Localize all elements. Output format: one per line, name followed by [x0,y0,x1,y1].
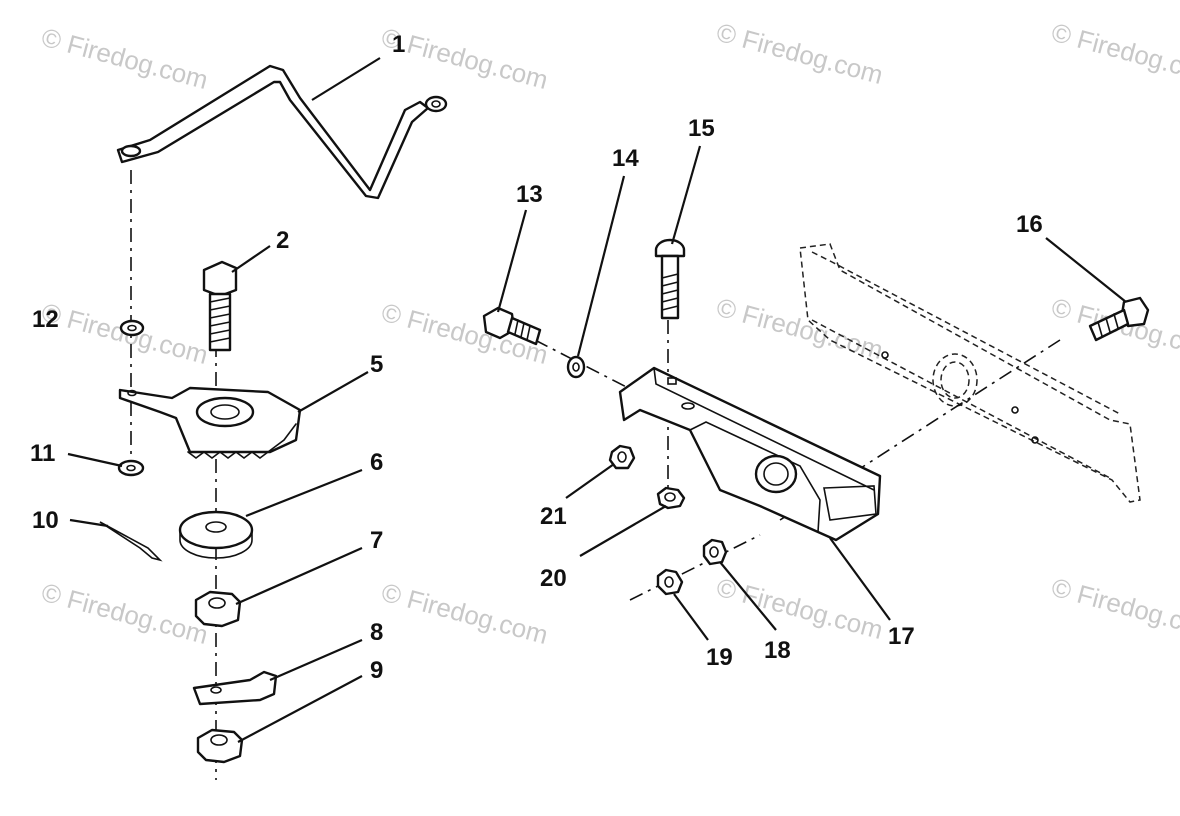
watermark: © Firedog.com [1048,17,1180,90]
callout-13: 13 [516,181,543,208]
hex-nut-icon[interactable] [196,728,244,764]
hex-nut-icon[interactable] [656,568,684,596]
callout-14: 14 [612,145,639,172]
callout-15: 15 [688,115,715,142]
callout-19: 19 [706,644,733,671]
leader-lines [67,57,1127,743]
washer-icon[interactable] [566,355,586,379]
assembly-centerline [779,339,1061,521]
watermark: © Firedog.com [713,17,886,90]
assembly-centerline [629,534,761,601]
callout-6: 6 [370,449,383,476]
steering-sector-gear-icon[interactable] [118,386,302,459]
hex-nut-icon[interactable] [656,486,686,510]
callout-9: 9 [370,657,383,684]
callout-1: 1 [392,31,405,58]
watermark: © Firedog.com [378,577,551,650]
callout-18: 18 [764,637,791,664]
flat-washer-icon[interactable] [178,510,254,559]
watermark: © Firedog.com [713,292,886,365]
callout-17: 17 [888,623,915,650]
callout-8: 8 [370,619,383,646]
hex-bolt-icon[interactable] [482,306,542,346]
hex-nut-icon[interactable] [194,590,242,628]
callout-7: 7 [370,527,383,554]
frame-rail-phantom [799,243,1141,503]
carriage-bolt-icon[interactable] [654,238,686,320]
steering-drag-link-icon[interactable] [116,64,448,200]
assembly-centerline [534,339,711,431]
callout-5: 5 [370,351,383,378]
clip-icon[interactable] [192,670,278,706]
callout-16: 16 [1016,211,1043,238]
watermark: © Firedog.com [713,572,886,645]
callout-20: 20 [540,565,567,592]
watermark: © Firedog.com [38,577,211,650]
steering-bracket-icon[interactable] [618,366,882,542]
hex-nut-icon[interactable] [608,444,636,470]
washer-icon[interactable] [117,459,145,477]
callout-10: 10 [32,507,59,534]
callout-labels: 1 2 12 5 11 6 10 7 8 9 13 14 15 16 21 20… [30,31,1043,684]
hex-bolt-icon[interactable] [202,260,238,352]
watermark: © Firedog.com [38,22,211,95]
callout-2: 2 [276,227,289,254]
callout-21: 21 [540,503,567,530]
hex-bolt-icon[interactable] [1088,296,1150,342]
washer-icon[interactable] [119,319,145,337]
callout-11: 11 [30,440,55,467]
cotter-pin-icon[interactable] [99,521,163,562]
hex-nut-icon[interactable] [702,538,728,566]
watermark: © Firedog.com [1048,572,1180,645]
callout-12: 12 [32,306,59,333]
